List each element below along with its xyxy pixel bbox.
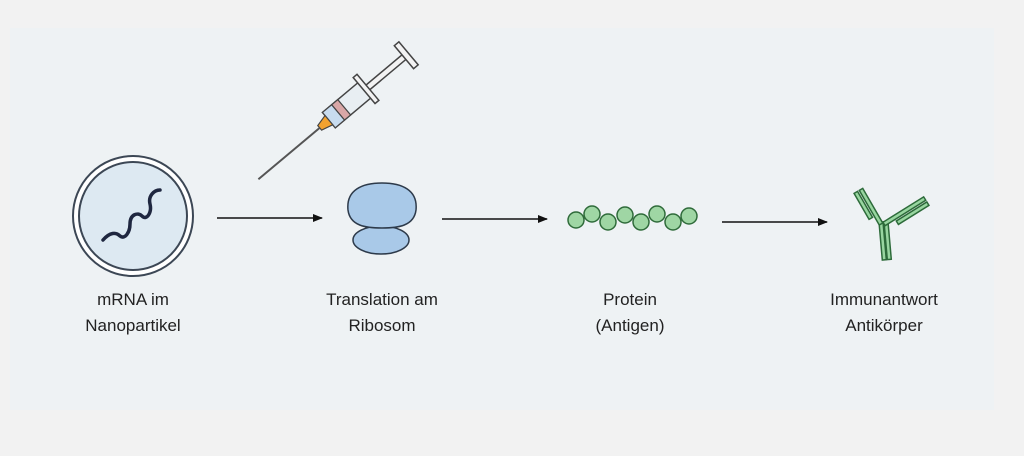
step-label-ribosome: Translation am Ribosom xyxy=(282,287,482,339)
step-label-protein-line1: Protein xyxy=(603,290,657,309)
step-label-protein-line2: (Antigen) xyxy=(595,316,665,335)
step-label-protein: Protein (Antigen) xyxy=(530,287,730,339)
protein-chain-icon xyxy=(567,205,698,231)
syringe-icon xyxy=(257,40,420,181)
step-label-antibody-line1: Immunantwort xyxy=(830,290,938,309)
step-label-mrna: mRNA im Nanopartikel xyxy=(33,287,233,339)
step-label-ribosome-line2: Ribosom xyxy=(348,316,416,335)
antibody-icon xyxy=(853,187,930,261)
ribosome-icon xyxy=(347,182,417,255)
step-label-antibody: Immunantwort Antikörper xyxy=(784,287,984,339)
step-label-mrna-line1: mRNA im xyxy=(97,290,169,309)
mrna-strand-icon xyxy=(101,188,162,242)
step-label-antibody-line2: Antikörper xyxy=(845,316,923,335)
step-label-ribosome-line1: Translation am xyxy=(326,290,438,309)
nanoparticle-icon xyxy=(72,155,194,277)
step-label-mrna-line2: Nanopartikel xyxy=(85,316,181,335)
